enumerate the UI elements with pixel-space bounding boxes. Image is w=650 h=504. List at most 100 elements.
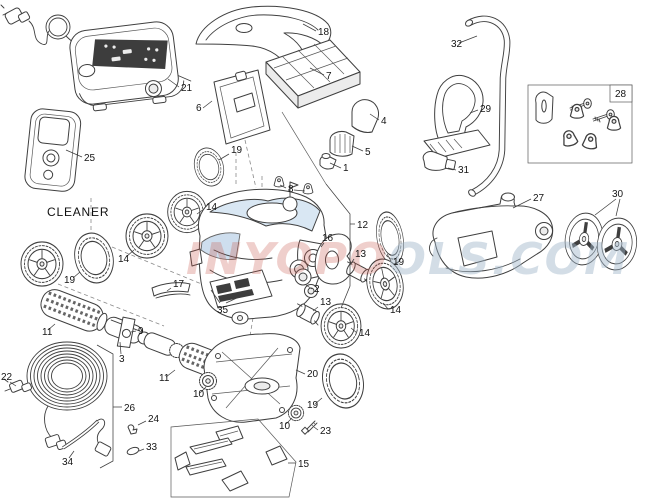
- svg-text:4: 4: [381, 116, 387, 127]
- callout-24: 24: [137, 414, 160, 426]
- callout-2: 2: [305, 284, 320, 295]
- watermark: INYOPOOLS.COM: [186, 234, 630, 285]
- callout-5: 5: [351, 145, 371, 158]
- svg-text:31: 31: [458, 165, 470, 176]
- bottom-chassis: [203, 333, 301, 423]
- svg-text:32: 32: [451, 39, 463, 50]
- caddy-bracket: [423, 74, 491, 159]
- callout-11a: 11: [42, 323, 56, 338]
- svg-text:13: 13: [355, 249, 367, 260]
- callout-7: 7: [309, 67, 332, 82]
- svg-text:19: 19: [307, 400, 319, 411]
- callout-21: 21: [167, 78, 193, 94]
- drive-gears: [294, 268, 318, 298]
- callout-3: 3: [119, 341, 125, 365]
- remote-control: [24, 108, 82, 192]
- caddy-base: [429, 192, 554, 279]
- floating-cable: [26, 341, 112, 457]
- callout-14d: 14: [350, 327, 371, 339]
- assembly-line: [281, 111, 327, 185]
- callout-29: 29: [469, 104, 492, 115]
- callout-22: 22: [1, 372, 17, 387]
- svg-text:14: 14: [359, 328, 371, 339]
- svg-text:9: 9: [138, 326, 144, 337]
- callout-1: 1: [329, 162, 349, 174]
- callout-27: 27: [512, 193, 545, 209]
- svg-text:19: 19: [393, 257, 405, 268]
- callout-4: 4: [369, 113, 387, 127]
- svg-text:20: 20: [307, 369, 319, 380]
- svg-text:35: 35: [217, 305, 229, 316]
- callout-15: 15: [288, 459, 310, 470]
- callout-19b: 19: [64, 271, 81, 286]
- caddy-clip: [422, 151, 456, 171]
- svg-text:18: 18: [318, 27, 330, 38]
- callout-6: 6: [196, 100, 213, 114]
- small-screw: [127, 424, 138, 435]
- svg-text:28: 28: [615, 89, 627, 100]
- callout-14b: 14: [118, 249, 135, 265]
- callout-33: 33: [138, 442, 158, 453]
- hardware-kit-box: [527, 84, 633, 164]
- callout-19c: 19: [386, 253, 405, 268]
- callout-10a: 10: [193, 386, 207, 400]
- idler-wheel: [287, 404, 305, 422]
- svg-text:8: 8: [288, 184, 294, 195]
- retainer-clip: [273, 176, 285, 188]
- svg-text:19: 19: [64, 275, 76, 286]
- filter-tray: [265, 39, 361, 109]
- callout-35: 35: [210, 289, 240, 316]
- svg-text:10: 10: [193, 389, 205, 400]
- axle-pin: [300, 420, 318, 435]
- svg-text:1: 1: [343, 163, 349, 174]
- power-supply: [69, 21, 192, 112]
- filter-door: [213, 69, 271, 145]
- callout-17: 17: [166, 279, 185, 292]
- section-title: CLEANER: [47, 205, 109, 219]
- svg-text:25: 25: [84, 153, 96, 164]
- svg-text:14: 14: [118, 254, 130, 265]
- callout-23: 23: [313, 426, 332, 437]
- svg-text:21: 21: [181, 83, 193, 94]
- svg-text:17: 17: [173, 279, 185, 290]
- callout-18: 18: [302, 23, 330, 38]
- tire: [316, 349, 370, 413]
- wear-strip: [151, 282, 191, 299]
- retainer-clip: [302, 183, 314, 195]
- callout-13b: 13: [312, 297, 332, 312]
- callout-32: 32: [451, 35, 478, 50]
- callout-12: 12: [325, 183, 369, 309]
- svg-text:13: 13: [320, 297, 332, 308]
- svg-text:14: 14: [390, 305, 402, 316]
- callout-34: 34: [62, 450, 75, 468]
- svg-text:3: 3: [119, 354, 125, 365]
- tire: [189, 144, 229, 190]
- callout-19a: 19: [218, 145, 243, 161]
- svg-text:2: 2: [314, 284, 320, 295]
- tire: [68, 228, 120, 288]
- svg-text:26: 26: [124, 403, 136, 414]
- svg-text:6: 6: [196, 103, 202, 114]
- idler-wheel: [199, 372, 217, 390]
- side-plate: [314, 233, 352, 285]
- svg-text:11: 11: [42, 327, 53, 338]
- svg-text:23: 23: [320, 426, 332, 437]
- svg-text:7: 7: [326, 71, 332, 82]
- svg-text:5: 5: [365, 147, 371, 158]
- callout-9: 9: [130, 326, 144, 337]
- brush-roller-assembly: [40, 289, 231, 380]
- svg-text:27: 27: [533, 193, 545, 204]
- svg-text:22: 22: [1, 372, 13, 383]
- svg-text:29: 29: [480, 104, 492, 115]
- cleaner-body: [189, 181, 330, 325]
- callout-8: 8: [279, 184, 306, 195]
- callout-28: 28: [609, 84, 633, 103]
- svg-text:34: 34: [62, 457, 74, 468]
- svg-text:24: 24: [148, 414, 160, 425]
- screen-cone: [329, 131, 355, 157]
- o-ring: [126, 446, 140, 456]
- svg-text:15: 15: [298, 459, 310, 470]
- callout-14a: 14: [196, 202, 218, 215]
